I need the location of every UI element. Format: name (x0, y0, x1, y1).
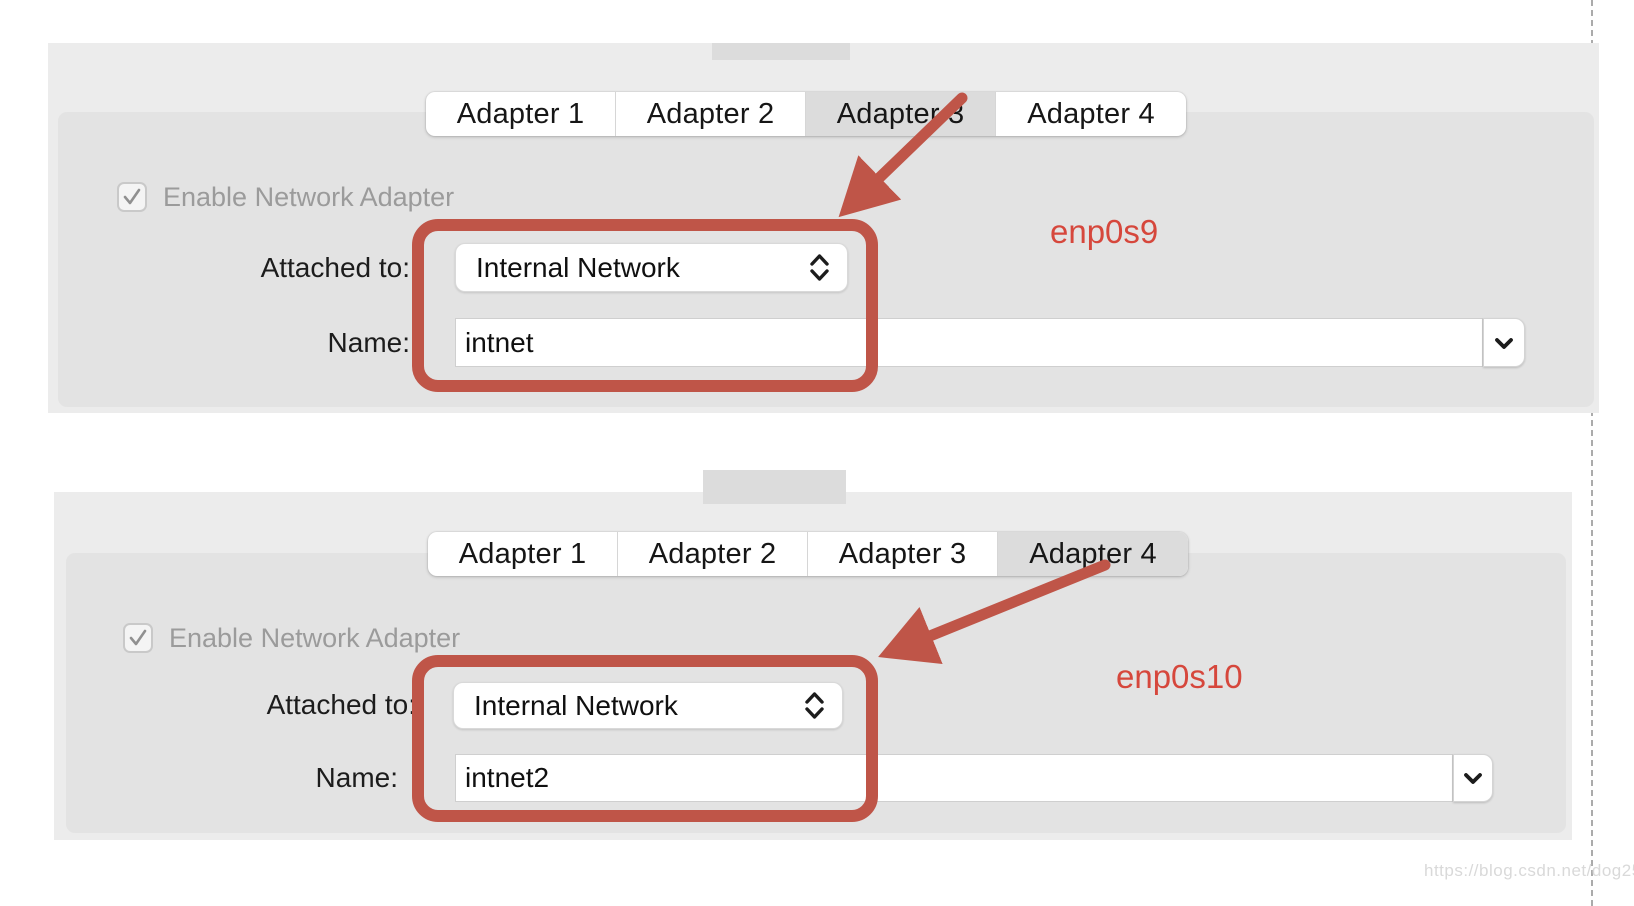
interface-annotation: enp0s10 (1116, 658, 1243, 695)
network-name-input[interactable] (455, 318, 1483, 367)
enable-network-adapter-checkbox[interactable] (123, 623, 153, 653)
chevron-down-icon (1464, 773, 1482, 784)
enable-network-adapter-label: Enable Network Adapter (169, 623, 461, 653)
popup-stepper-icon (808, 252, 831, 283)
page-divider-dashed-line (1591, 0, 1593, 906)
watermark-text: https://blog.csdn.net/dog250 (1424, 861, 1634, 880)
tab-adapter-2[interactable]: Adapter 2 (618, 532, 808, 576)
interface-annotation: enp0s9 (1050, 213, 1159, 250)
checkmark-icon (123, 188, 141, 205)
adapter-tab-bar: Adapter 1 Adapter 2 Adapter 3 Adapter 4 (428, 532, 1188, 576)
adapter-tab-bar: Adapter 1 Adapter 2 Adapter 3 Adapter 4 (426, 92, 1186, 136)
network-name-dropdown-button[interactable] (1483, 318, 1525, 367)
dialog-top-notch (703, 470, 846, 504)
tab-adapter-4[interactable]: Adapter 4 (998, 532, 1188, 576)
chevron-down-icon (1495, 337, 1513, 349)
enable-network-adapter-label: Enable Network Adapter (163, 182, 455, 212)
attached-to-value: Internal Network (476, 251, 680, 283)
name-label: Name: (315, 762, 398, 793)
tab-adapter-4[interactable]: Adapter 4 (1027, 97, 1155, 130)
dialog-top-notch (712, 43, 850, 60)
enable-network-adapter-checkbox[interactable] (117, 182, 147, 212)
network-name-dropdown-button[interactable] (1453, 754, 1493, 802)
checkmark-icon (129, 629, 147, 646)
tab-adapter-2[interactable]: Adapter 2 (616, 92, 806, 136)
tab-adapter-1[interactable]: Adapter 1 (426, 92, 616, 136)
tab-adapter-3[interactable]: Adapter 3 (806, 92, 996, 136)
popup-stepper-icon (803, 690, 826, 721)
tab-adapter-3[interactable]: Adapter 3 (808, 532, 998, 576)
tab-adapter-1[interactable]: Adapter 1 (428, 532, 618, 576)
attached-to-label: Attached to: (266, 689, 416, 720)
name-label: Name: (327, 327, 410, 358)
attached-to-value: Internal Network (474, 689, 678, 721)
network-name-input[interactable] (455, 754, 1453, 802)
attached-to-popup[interactable]: Internal Network (453, 682, 843, 729)
attached-to-popup[interactable]: Internal Network (455, 243, 848, 292)
network-settings-panel-adapter4: Adapter 1 Adapter 2 Adapter 3 Adapter 4 … (54, 470, 1572, 840)
network-settings-panel-adapter3: Adapter 1 Adapter 2 Adapter 3 Adapter 4 … (48, 43, 1599, 413)
attached-to-label: Attached to: (260, 252, 410, 283)
